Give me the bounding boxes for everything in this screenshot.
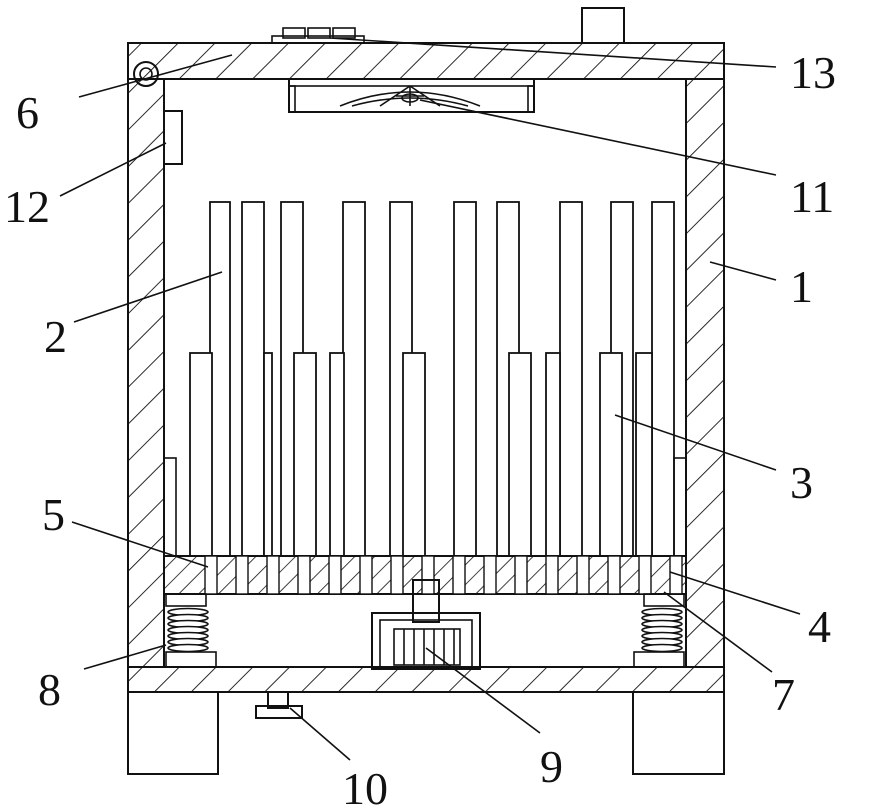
callout-5: 5 <box>42 489 65 540</box>
callout-9: 9 <box>540 741 563 792</box>
callout-3: 3 <box>790 457 813 508</box>
plate-hole <box>608 556 620 594</box>
plate-hole <box>205 556 217 594</box>
plate-hole <box>515 556 527 594</box>
plate-hole <box>329 556 341 594</box>
short-tube <box>403 353 425 556</box>
short-tube <box>294 353 316 556</box>
callout-10: 10 <box>342 763 388 812</box>
short-tube <box>546 353 560 556</box>
plate-hole <box>236 556 248 594</box>
plate-hole <box>391 556 403 594</box>
callout-8: 8 <box>38 664 61 715</box>
tall-tube <box>454 202 476 556</box>
short-tube <box>636 353 652 556</box>
callout-2: 2 <box>44 311 67 362</box>
short-tube <box>509 353 531 556</box>
callout-4: 4 <box>808 601 831 652</box>
short-tube <box>600 353 622 556</box>
plate-hole <box>360 556 372 594</box>
tall-tube <box>343 202 365 556</box>
callout-1: 1 <box>790 261 813 312</box>
tall-tube <box>210 202 230 556</box>
tall-tube <box>560 202 582 556</box>
tall-tube <box>242 202 264 556</box>
callout-12: 12 <box>4 181 50 232</box>
plate-hole <box>298 556 310 594</box>
drain-pipe <box>256 692 302 718</box>
plate-hole <box>639 556 651 594</box>
short-tube <box>264 353 272 556</box>
support-plate <box>164 556 686 594</box>
plate-hole <box>577 556 589 594</box>
support-legs <box>128 692 724 774</box>
short-tube <box>330 353 344 556</box>
top-outlet-pipe <box>582 8 624 43</box>
plate-hole <box>453 556 465 594</box>
plate-hole <box>422 556 434 594</box>
callout-13: 13 <box>790 47 836 98</box>
control-panel <box>272 28 364 43</box>
callout-6: 6 <box>16 87 39 138</box>
spring-coil <box>642 645 682 652</box>
plate-hole <box>267 556 279 594</box>
callout-7: 7 <box>772 669 795 720</box>
short-tube <box>190 353 212 556</box>
tall-tube <box>652 202 674 556</box>
spring-coil <box>168 645 208 652</box>
plate-hole <box>484 556 496 594</box>
callout-11: 11 <box>790 171 834 222</box>
plate-hole <box>546 556 558 594</box>
